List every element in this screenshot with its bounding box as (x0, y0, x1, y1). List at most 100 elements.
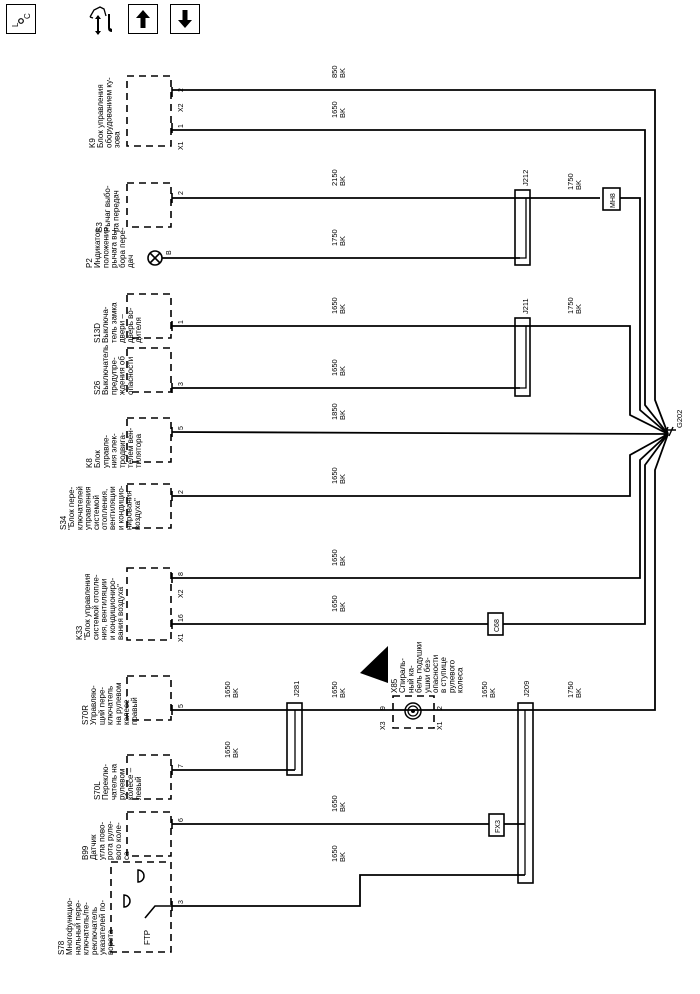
wire-color-label: BK (338, 68, 347, 78)
wire-size-label: 1650 (330, 297, 339, 314)
S26-label: ждения об (118, 356, 127, 395)
S70R-label: S70R (81, 705, 90, 725)
label: X2 (178, 589, 185, 598)
S26-label: S26 (93, 380, 102, 395)
label: B (166, 250, 173, 255)
splice-J281-label: J281 (292, 681, 301, 697)
label: 1 (178, 320, 185, 324)
wire-color-label: BK (338, 556, 347, 566)
connector-C68 (487, 612, 504, 636)
wire-color-label: BK (231, 688, 240, 698)
S34-label: управления (84, 486, 93, 530)
B99-label: рота руле- (106, 821, 115, 860)
B99-label: Датчик (89, 834, 98, 860)
label: 7 (178, 764, 185, 768)
connector-FX3-label: FX3 (495, 820, 502, 833)
wire-size-label: 1650 (480, 681, 489, 698)
switch-label: FTP (143, 930, 152, 945)
label: 2 (178, 88, 185, 92)
splice-J209-label: J209 (522, 681, 531, 697)
connector-MH8-label: MH8 (610, 193, 617, 208)
wire-S78 (172, 874, 525, 907)
X85-label: X85 (390, 678, 399, 693)
B99-label: вого коле- (114, 822, 123, 860)
S3-label: Рычаг выбо- (103, 185, 112, 232)
wire-color-label: BK (338, 304, 347, 314)
K8-label: тродвига- (118, 432, 127, 468)
wire-S13D (172, 325, 669, 435)
page-up-button[interactable] (128, 4, 158, 34)
S78-label: указателей по- (98, 900, 107, 955)
X85-label: рулевого (447, 659, 456, 693)
label: 2 (178, 490, 185, 494)
K9-label: оборудованием ку- (104, 77, 113, 148)
K9-component-box (126, 75, 172, 147)
X85-label: колеса (456, 667, 465, 693)
S34-label: и кондицио- (116, 485, 125, 530)
S70R-label: на рулевом (114, 683, 123, 726)
S3-label: ра передач (111, 190, 120, 232)
S70L-label: Переклю- (101, 764, 110, 800)
X85-label: ный ка- (406, 665, 415, 693)
K8-label: K8 (85, 458, 94, 468)
wire-size-label: 1850 (330, 403, 339, 420)
B99-component-box (126, 811, 172, 857)
wire-size-label: 1650 (223, 741, 232, 758)
S70R-component-box (126, 675, 172, 721)
splice-J211 (514, 317, 531, 397)
K9-label: K9 (88, 138, 97, 148)
splice-J211-link (520, 326, 527, 389)
page-down-button[interactable] (170, 4, 200, 34)
S70R-label: щий пере- (97, 687, 106, 725)
wire-color-label: BK (488, 688, 497, 698)
K33-label: ния, вентиляции (100, 579, 109, 640)
label: 16 (178, 614, 185, 622)
X85-label: ушки без- (423, 657, 432, 693)
wire-color-label: BK (338, 852, 347, 862)
X85-label: опасности (431, 655, 440, 693)
S78-label: S78 (57, 940, 66, 955)
wire-size-label: 1650 (330, 467, 339, 484)
wire-J212-out (620, 197, 669, 435)
B99-label: B99 (81, 845, 90, 860)
S78-label: реключатель (90, 907, 99, 955)
wire-size-label: 1750 (566, 297, 575, 314)
S13D-label: S13D (93, 323, 102, 343)
X85-label: в ступице (439, 656, 448, 693)
label: X2 (178, 103, 185, 112)
lamp-icon (147, 250, 163, 266)
wire-color-label: BK (338, 474, 347, 484)
component-locator-button[interactable] (86, 4, 122, 36)
K8-label: ния элек- (110, 433, 119, 468)
label: 3 (178, 900, 185, 904)
airbag-warning-icon (360, 646, 388, 683)
S34-label: системой (92, 495, 101, 530)
label: 5 (178, 704, 185, 708)
S26-label: опасности (126, 357, 135, 395)
headlamp-icon (123, 894, 131, 908)
connector-MH8 (602, 187, 621, 211)
label: 9 (380, 706, 387, 710)
wire-size-label: 1750 (566, 681, 575, 698)
S78-label: Многофункцио- (65, 897, 74, 955)
S3-label: S3 (95, 222, 104, 232)
location-button[interactable]: L C (6, 4, 36, 34)
S13D-label: Выключа- (101, 306, 110, 343)
wire-color-label: BK (338, 108, 347, 118)
wire-size-label: 1650 (330, 101, 339, 118)
label: X1 (178, 633, 185, 642)
S13D-label: тель замка (109, 302, 118, 343)
P2-label: рычага вы- (110, 227, 119, 268)
wire-K33-pin8 (172, 433, 669, 579)
S70R-label: ключатель (106, 686, 115, 725)
S34-component-box (126, 483, 172, 529)
label: X3 (380, 721, 387, 730)
K33-component-box (126, 567, 172, 641)
wire-color-label: BK (338, 176, 347, 186)
wire-K9-pin1 (172, 129, 669, 435)
X85-label: бель подушки (415, 642, 424, 693)
wire-S34 (172, 433, 669, 497)
connector-FX3 (488, 813, 505, 837)
wire-size-label: 1750 (566, 173, 575, 190)
